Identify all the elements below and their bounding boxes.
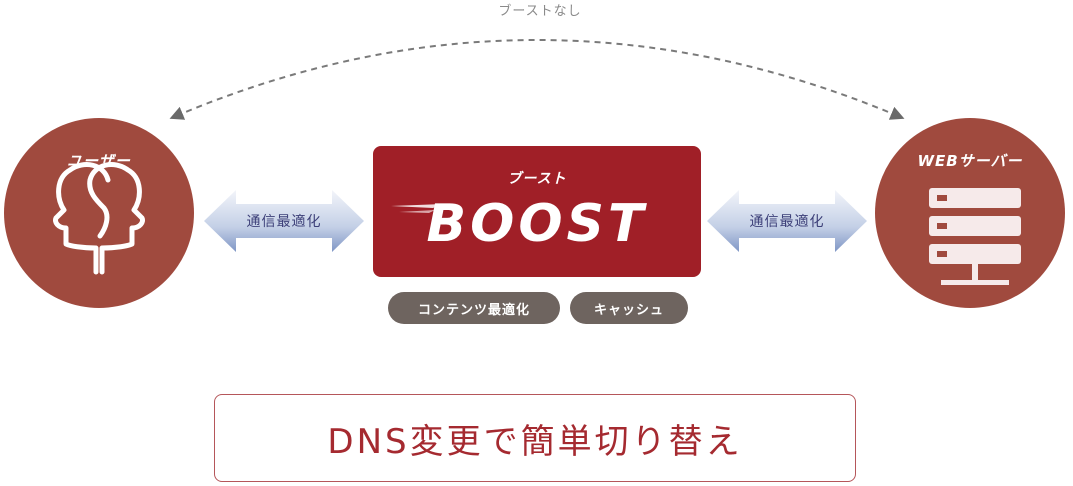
- no-boost-arc: [169, 39, 905, 120]
- double-arrow-icon: [707, 190, 867, 252]
- two-heads-icon: [53, 162, 145, 275]
- boost-subtitle: ブースト: [507, 171, 567, 187]
- feature-cache: キャッシュ: [570, 292, 688, 324]
- server-label: WEBサーバー: [917, 152, 1023, 170]
- dns-switch-label: DNS変更で簡単切り替え: [327, 421, 743, 462]
- right-arrow-label: 通信最適化: [749, 214, 825, 230]
- speed-streak-icon: [391, 204, 443, 213]
- right-optimization-arrow: 通信最適化: [707, 186, 867, 256]
- feature-content-optimization: コンテンツ最適化: [388, 292, 560, 324]
- boost-title: BOOST: [426, 194, 648, 254]
- dns-switch-box: DNS変更で簡単切り替え: [214, 394, 856, 482]
- server-rack-icon: [929, 188, 1021, 285]
- double-arrow-icon: [204, 190, 364, 252]
- server-node: WEBサーバー: [875, 118, 1065, 308]
- left-optimization-arrow: 通信最適化: [204, 186, 364, 256]
- no-boost-label: ブーストなし: [498, 4, 582, 19]
- boost-box: ブースト BOOST: [373, 146, 701, 277]
- left-arrow-label: 通信最適化: [246, 214, 322, 230]
- no-boost-arc-line: [169, 39, 905, 120]
- user-node: ユーザー: [4, 118, 194, 308]
